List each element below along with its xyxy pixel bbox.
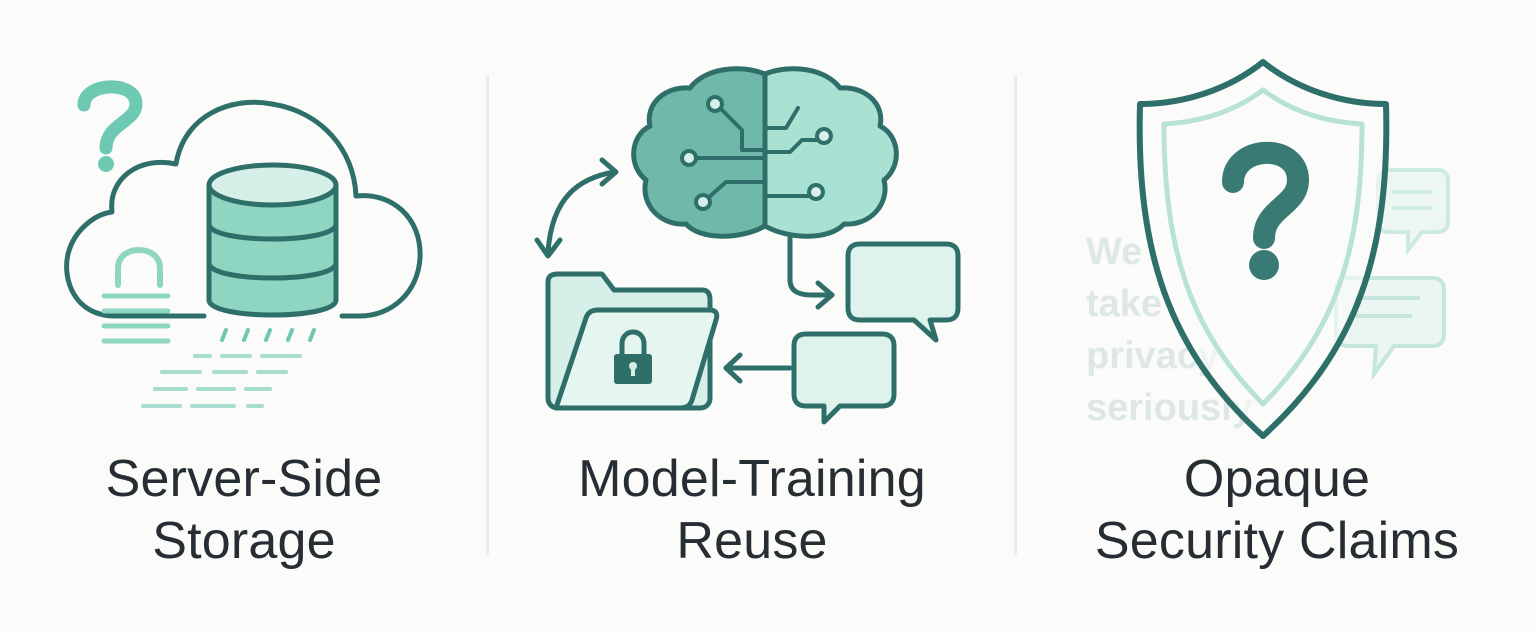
chat-bubble-icon [791,331,897,425]
panel-divider [486,75,489,555]
panel-server-side-storage: Server-Side Storage [0,0,488,631]
data-stream-icon [101,293,316,408]
cycle-arrow-icon [534,157,619,259]
database-icon [206,162,339,318]
caption-line-1: Opaque [1183,450,1371,508]
cloud-icon [64,99,423,319]
caption-server-side-storage: Server-Side Storage [0,448,488,572]
model-training-illustration [534,66,961,425]
caption-line-2: Security Claims [1094,512,1460,570]
server-storage-illustration [64,80,423,408]
padlock-icon [614,329,652,384]
caption-opaque-security-claims: Opaque Security Claims [1018,448,1536,572]
shield-icon [1136,59,1390,439]
locked-folder-icon [545,271,720,411]
chat-bubble-icon [1376,168,1450,256]
security-claims-illustration [1136,59,1450,439]
panel-model-training-reuse: Model-Training Reuse [490,0,1014,631]
panel-divider [1014,75,1017,555]
padlock-icon [115,247,163,288]
brain-circuit-icon [631,66,899,239]
arrow-to-chat-icon [787,235,835,310]
question-mark-icon [77,80,143,172]
panel-opaque-security-claims: We take privacy seriously [1018,0,1536,631]
caption-line-2: Storage [152,512,336,570]
caption-line-1: Server-Side [105,450,383,508]
arrow-to-folder-icon [723,352,793,384]
caption-line-2: Reuse [676,512,828,570]
question-mark-icon [1222,141,1310,280]
caption-line-1: Model-Training [578,450,926,508]
chat-bubble-icon [845,241,961,343]
caption-model-training-reuse: Model-Training Reuse [490,448,1014,572]
